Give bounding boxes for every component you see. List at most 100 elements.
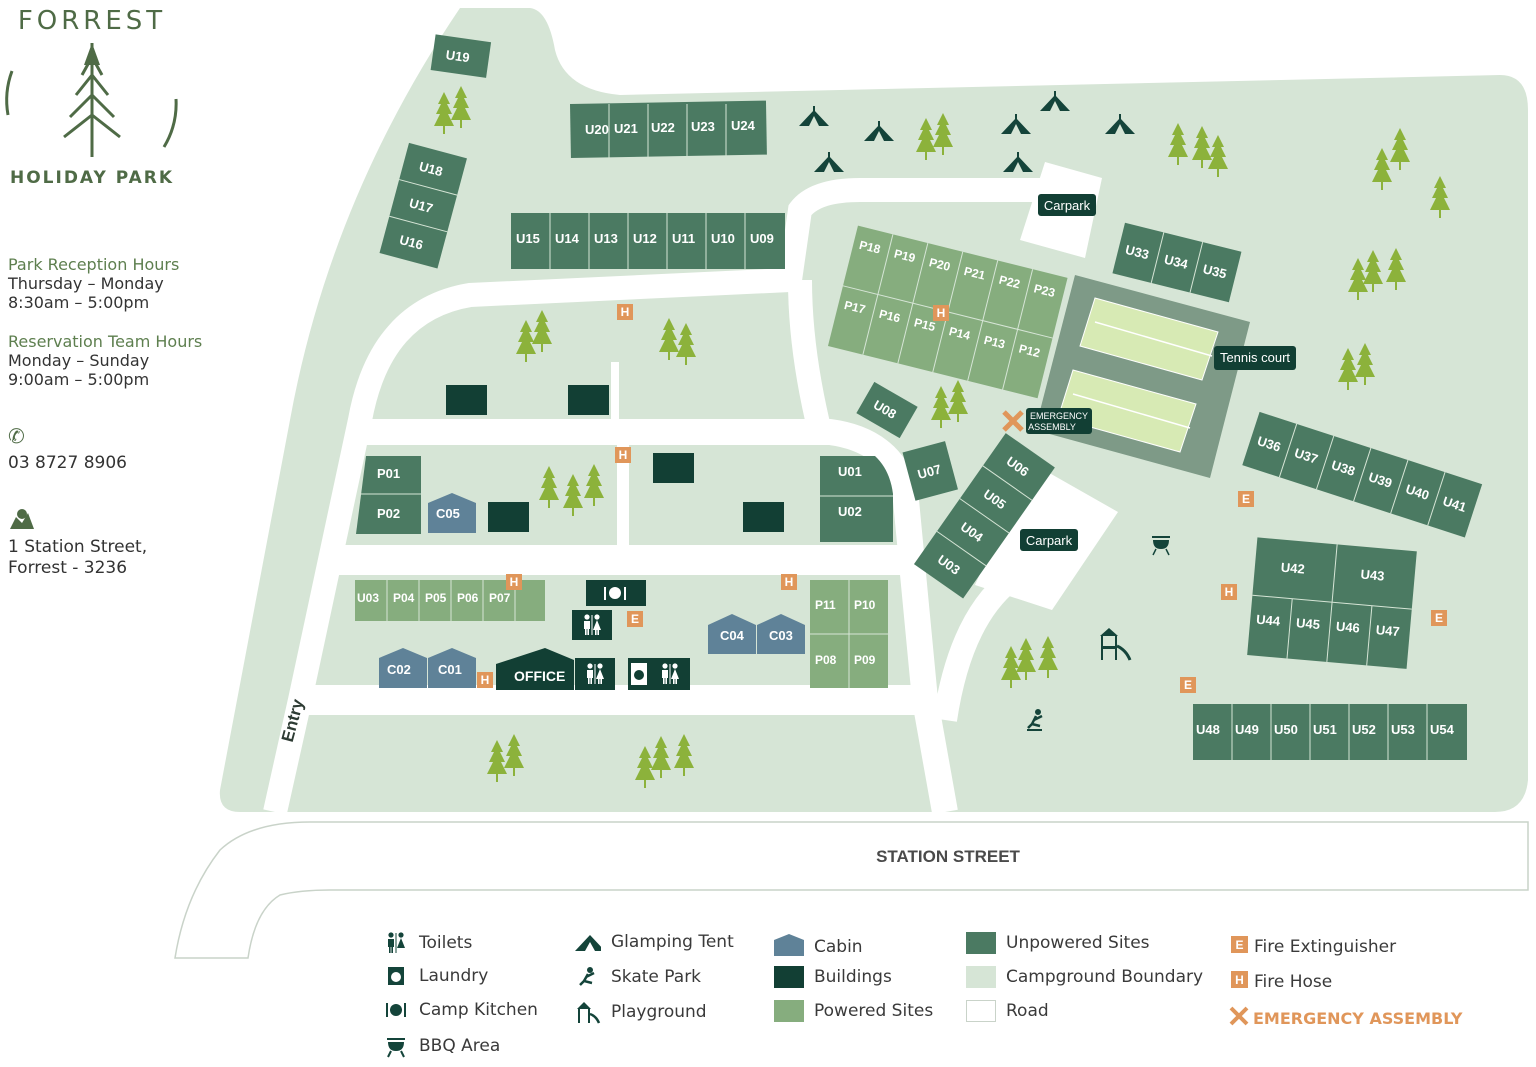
legend-unpowered: Unpowered Sites: [966, 932, 1150, 954]
cabin-swatch: [774, 932, 804, 961]
site-p10: P10: [854, 598, 876, 612]
legend-skate: Skate Park: [575, 966, 701, 988]
legend-playground-label: Playground: [611, 1002, 707, 1022]
glamping-tent-icon: [575, 932, 601, 952]
legend-cabin: Cabin: [774, 932, 863, 961]
site-p11: P11: [815, 598, 836, 612]
laundry-icon: [383, 966, 409, 986]
site-u38: U38: [1330, 457, 1357, 479]
svg-text:H: H: [481, 673, 490, 687]
camp-kitchen-icon: [383, 1000, 409, 1020]
site-u18: U18: [417, 159, 444, 180]
reservation-hours: 9:00am – 5:00pm: [8, 370, 150, 389]
svg-text:E: E: [1235, 938, 1243, 952]
bbq-icon: [1152, 536, 1170, 556]
svg-text:E: E: [1435, 611, 1443, 625]
site-u49: U49: [1235, 722, 1259, 737]
site-u09: U09: [750, 231, 774, 246]
site-u42: U42: [1280, 560, 1305, 577]
site-u40: U40: [1404, 481, 1431, 503]
roads: [263, 178, 1070, 815]
sites-u03-u06: U06 U05 U04 U03: [913, 433, 1055, 599]
legend-playground: Playground: [575, 1000, 707, 1024]
legend-extinguisher: E Fire Extinguisher: [1231, 936, 1396, 958]
site-u11: U11: [672, 231, 695, 246]
site-u47: U47: [1375, 622, 1400, 639]
site-u12: U12: [633, 231, 657, 246]
svg-text:H: H: [621, 305, 630, 319]
reservation-title: Reservation Team Hours: [8, 332, 203, 351]
camp-kitchen-building: [586, 580, 646, 606]
legend-road-label: Road: [1006, 1001, 1049, 1021]
legend-hose-label: Fire Hose: [1254, 972, 1333, 992]
site-c01: C01: [438, 662, 462, 677]
svg-text:ASSEMBLY: ASSEMBLY: [1028, 422, 1076, 432]
sites-u20-u24: U20 U21 U22 U23 U24: [570, 100, 767, 158]
site-p15: P15: [913, 315, 937, 334]
svg-text:EMERGENCY: EMERGENCY: [1030, 411, 1088, 421]
svg-text:Tennis court: Tennis court: [1220, 350, 1290, 365]
svg-text:E: E: [631, 612, 639, 626]
site-c05: C05: [436, 506, 460, 521]
sites-p08-p11: P11 P10 P08 P09: [810, 580, 888, 688]
legend-cabin-label: Cabin: [814, 936, 863, 957]
tennis-label: Tennis court: [1214, 346, 1296, 370]
playground-icon: [575, 1000, 601, 1024]
site-u08-block: U08: [856, 381, 918, 439]
laundry-toilets-block: [628, 658, 690, 690]
station-street-label: STATION STREET: [876, 847, 1020, 866]
address-line-2: Forrest - 3236: [8, 558, 128, 578]
address-line-1: 1 Station Street,: [8, 537, 148, 557]
legend-buildings-label: Buildings: [814, 967, 892, 987]
legend-buildings: Buildings: [774, 966, 892, 988]
site-u34: U34: [1163, 252, 1191, 273]
legend-toilets: Toilets: [383, 932, 472, 954]
site-u46: U46: [1335, 619, 1360, 636]
site-u51: U51: [1313, 722, 1337, 737]
emergency-assembly-point: EMERGENCY ASSEMBLY: [1002, 408, 1092, 434]
boundary-swatch: [966, 966, 996, 988]
site-p18: P18: [858, 238, 882, 257]
reception-days: Thursday – Monday: [8, 274, 164, 293]
site-u35: U35: [1201, 261, 1228, 281]
site-u44: U44: [1256, 612, 1282, 629]
site-u03: U03: [357, 591, 379, 605]
fire-hoses: H H H H H H H: [477, 304, 1237, 688]
logo-text-bottom: HOLIDAY PARK: [10, 168, 174, 188]
legend-extinguisher-label: Fire Extinguisher: [1254, 937, 1397, 957]
playground-icon: [1100, 628, 1132, 661]
site-p21: P21: [963, 264, 987, 283]
site-p14: P14: [948, 324, 972, 343]
site-c03: C03: [769, 628, 793, 643]
site-p02: P02: [377, 506, 400, 521]
legend-camp-kitchen-label: Camp Kitchen: [419, 1000, 538, 1020]
site-u23: U23: [691, 119, 715, 134]
powered-swatch: [774, 1000, 804, 1022]
site-u37: U37: [1293, 445, 1320, 467]
legend-assembly-label: EMERGENCY ASSEMBLY: [1253, 1008, 1463, 1028]
fire-extinguisher-icon: E: [1231, 936, 1248, 958]
building-4: [653, 453, 694, 483]
site-p17: P17: [843, 298, 867, 317]
legend-camp-kitchen: Camp Kitchen: [383, 1000, 538, 1020]
site-u22: U22: [651, 120, 675, 135]
site-u17: U17: [408, 195, 435, 216]
svg-text:H: H: [510, 575, 519, 589]
fire-hose-icon: H: [1231, 971, 1248, 993]
station-street: [174, 821, 1529, 959]
sites-u09-u15: U15 U14 U13 U12 U11 U10 U09: [511, 213, 785, 269]
site-u33: U33: [1124, 242, 1151, 262]
legend-skate-label: Skate Park: [611, 967, 702, 987]
svg-text:E: E: [1242, 492, 1250, 506]
reservation-days: Monday – Sunday: [8, 351, 150, 370]
skate-park-icon: [575, 966, 601, 988]
legend-boundary: Campground Boundary: [966, 966, 1203, 988]
site-p09: P09: [854, 653, 876, 667]
sites-p01-p02: P01 P02: [356, 456, 421, 534]
sites-u36-u41: U36 U37 U38 U39 U40 U41: [1242, 411, 1483, 538]
site-p13: P13: [982, 333, 1006, 352]
legend-bbq-label: BBQ Area: [419, 1036, 501, 1056]
site-p07: P07: [489, 591, 511, 605]
site-u48: U48: [1196, 722, 1220, 737]
